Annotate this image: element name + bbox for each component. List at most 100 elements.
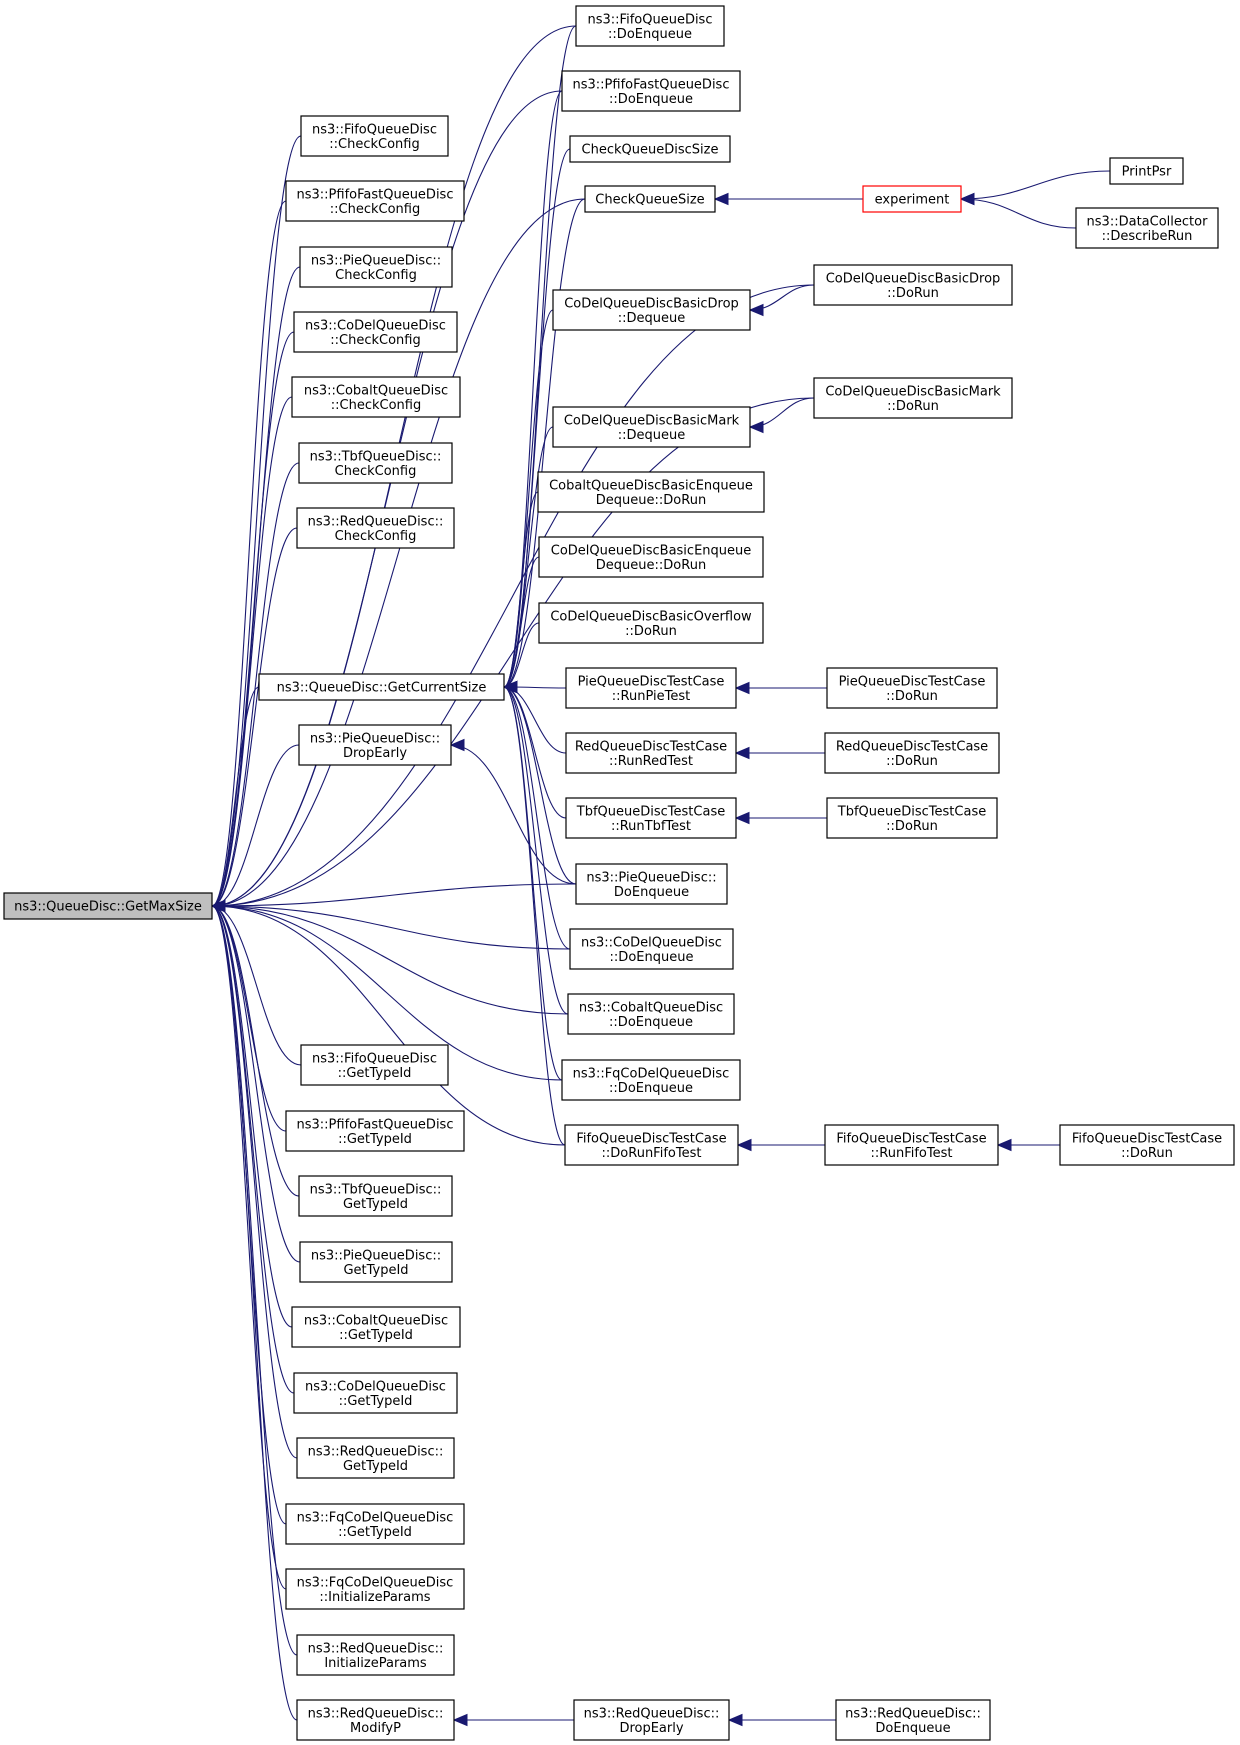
call-edge-fqcodel_de-to-getmaxsize bbox=[211, 905, 563, 1081]
node-printpsr[interactable]: PrintPsr bbox=[1109, 157, 1184, 185]
arrowhead bbox=[734, 746, 750, 760]
node-red-modifyp[interactable]: ns3::RedQueueDisc::ModifyP bbox=[296, 1699, 455, 1741]
node-pfifo-cc[interactable]: ns3::PfifoFastQueueDisc::CheckConfig bbox=[285, 180, 465, 222]
node-codel-gt[interactable]: ns3::CoDelQueueDisc::GetTypeId bbox=[293, 1372, 458, 1414]
node-box bbox=[293, 1372, 458, 1414]
node-pie-tc-dorun[interactable]: PieQueueDiscTestCase::DoRun bbox=[826, 667, 998, 709]
node-cobalt-de[interactable]: ns3::CobaltQueueDisc::DoEnqueue bbox=[567, 993, 735, 1035]
call-edge-tbf_gt-to-getmaxsize bbox=[211, 905, 300, 1197]
node-codeldrop-deq[interactable]: CoDelQueueDiscBasicDrop::Dequeue bbox=[552, 289, 751, 331]
edges-layer bbox=[210, 25, 1111, 1727]
node-box bbox=[824, 732, 1000, 774]
node-label: DoEnqueue bbox=[875, 1721, 950, 1736]
node-label: FifoQueueDiscTestCase bbox=[576, 1131, 726, 1146]
arrowhead bbox=[748, 420, 764, 434]
node-box bbox=[296, 1634, 455, 1676]
node-label: ::RunRedTest bbox=[609, 754, 693, 769]
node-label: ns3::RedQueueDisc:: bbox=[845, 1706, 981, 1721]
node-red-gt[interactable]: ns3::RedQueueDisc::GetTypeId bbox=[296, 1437, 455, 1479]
node-box bbox=[561, 1059, 741, 1101]
node-tbf-tc-dorun[interactable]: TbfQueueDiscTestCase::DoRun bbox=[826, 797, 998, 839]
node-getcurrentsize[interactable]: ns3::QueueDisc::GetCurrentSize bbox=[258, 673, 505, 701]
call-edge-checkqsize-to-getmaxsize bbox=[211, 198, 586, 907]
node-label: ::DoEnqueue bbox=[609, 1015, 693, 1030]
arrowhead bbox=[959, 192, 975, 206]
node-fifo-tc-runfifo[interactable]: FifoQueueDiscTestCase::RunFifoTest bbox=[824, 1124, 999, 1166]
node-experiment[interactable]: experiment bbox=[862, 185, 962, 213]
node-label: ::DoEnqueue bbox=[608, 27, 692, 42]
node-pfifo-de[interactable]: ns3::PfifoFastQueueDisc::DoEnqueue bbox=[561, 70, 741, 112]
node-label: ns3::CobaltQueueDisc bbox=[579, 1000, 723, 1015]
node-box bbox=[291, 376, 461, 418]
node-box bbox=[561, 70, 741, 112]
node-pie-runtest[interactable]: PieQueueDiscTestCase::RunPieTest bbox=[565, 667, 737, 709]
node-label: CheckConfig bbox=[335, 529, 417, 544]
node-tbf-runtest[interactable]: TbfQueueDiscTestCase::RunTbfTest bbox=[565, 797, 737, 839]
node-fqcodel-de[interactable]: ns3::FqCoDelQueueDisc::DoEnqueue bbox=[561, 1059, 741, 1101]
node-codelmark-deq[interactable]: CoDelQueueDiscBasicMark::Dequeue bbox=[552, 406, 751, 448]
node-checkqdsize[interactable]: CheckQueueDiscSize bbox=[569, 135, 731, 163]
call-edge-codel_cc-to-getmaxsize bbox=[211, 331, 295, 907]
node-label: ns3::RedQueueDisc:: bbox=[308, 514, 444, 529]
node-red-tc-dorun[interactable]: RedQueueDiscTestCase::DoRun bbox=[824, 732, 1000, 774]
node-box bbox=[296, 1437, 455, 1479]
node-red-cc[interactable]: ns3::RedQueueDisc::CheckConfig bbox=[296, 507, 455, 549]
call-edge-fifo_gt-to-getmaxsize bbox=[211, 905, 302, 1066]
node-pfifo-gt[interactable]: ns3::PfifoFastQueueDisc::GetTypeId bbox=[285, 1110, 465, 1152]
call-edge-pie_gt-to-getmaxsize bbox=[211, 905, 301, 1263]
node-box bbox=[824, 1124, 999, 1166]
node-label: Dequeue::DoRun bbox=[596, 493, 706, 508]
node-pie-de[interactable]: ns3::PieQueueDisc::DoEnqueue bbox=[575, 863, 728, 905]
node-box bbox=[575, 863, 728, 905]
node-tbf-cc[interactable]: ns3::TbfQueueDisc::CheckConfig bbox=[298, 442, 453, 484]
node-red-dropearly[interactable]: ns3::RedQueueDisc::DropEarly bbox=[573, 1699, 730, 1741]
node-label: ns3::RedQueueDisc:: bbox=[308, 1641, 444, 1656]
node-label: ns3::PieQueueDisc:: bbox=[586, 870, 716, 885]
call-edge-tbf_cc-to-getmaxsize bbox=[211, 462, 300, 907]
node-checkqsize[interactable]: CheckQueueSize bbox=[584, 185, 716, 213]
node-fqcodel-ip[interactable]: ns3::FqCoDelQueueDisc::InitializeParams bbox=[285, 1568, 465, 1610]
node-box bbox=[538, 536, 764, 578]
node-codel-de[interactable]: ns3::CoDelQueueDisc::DoEnqueue bbox=[569, 928, 734, 970]
node-red-de[interactable]: ns3::RedQueueDisc::DoEnqueue bbox=[835, 1699, 991, 1741]
nodes-layer: ns3::QueueDisc::GetMaxSize ns3::QueueDisc… bbox=[3, 5, 1235, 1741]
node-fifo-tc-dorunfifo[interactable]: FifoQueueDiscTestCase::DoRunFifoTest bbox=[564, 1124, 739, 1166]
node-codel-overflow[interactable]: CoDelQueueDiscBasicOverflow::DoRun bbox=[538, 602, 764, 644]
node-codeldrop-dorun[interactable]: CoDelQueueDiscBasicDrop::DoRun bbox=[813, 264, 1013, 306]
node-label: InitializeParams bbox=[324, 1656, 427, 1671]
node-red-ip[interactable]: ns3::RedQueueDisc::InitializeParams bbox=[296, 1634, 455, 1676]
node-label: ::DoRunFifoTest bbox=[602, 1146, 702, 1161]
node-fifo-cc[interactable]: ns3::FifoQueueDisc::CheckConfig bbox=[300, 115, 449, 157]
node-fifo-gt[interactable]: ns3::FifoQueueDisc::GetTypeId bbox=[300, 1044, 449, 1086]
node-label: ::CheckConfig bbox=[329, 137, 419, 152]
node-codelmark-dorun[interactable]: CoDelQueueDiscBasicMark::DoRun bbox=[813, 377, 1013, 419]
node-label: ::DoEnqueue bbox=[609, 1081, 693, 1096]
node-box bbox=[826, 797, 998, 839]
node-red-runtest[interactable]: RedQueueDiscTestCase::RunRedTest bbox=[565, 732, 737, 774]
arrowhead bbox=[502, 680, 518, 694]
node-label: ns3::CobaltQueueDisc bbox=[304, 383, 448, 398]
node-codel-cc[interactable]: ns3::CoDelQueueDisc::CheckConfig bbox=[293, 311, 458, 353]
node-tbf-gt[interactable]: ns3::TbfQueueDisc::GetTypeId bbox=[298, 1175, 453, 1217]
node-cobalt-gt[interactable]: ns3::CobaltQueueDisc::GetTypeId bbox=[291, 1306, 461, 1348]
node-box bbox=[300, 1044, 449, 1086]
node-pie-cc[interactable]: ns3::PieQueueDisc::CheckConfig bbox=[299, 246, 453, 288]
node-label: FifoQueueDiscTestCase bbox=[836, 1131, 986, 1146]
node-pie-dropearly[interactable]: ns3::PieQueueDisc::DropEarly bbox=[298, 724, 452, 766]
node-label: ns3::FqCoDelQueueDisc bbox=[573, 1066, 730, 1081]
node-pie-gt[interactable]: ns3::PieQueueDisc::GetTypeId bbox=[299, 1241, 453, 1283]
node-label: ::DoRun bbox=[887, 399, 939, 414]
node-cobalt-enqdeq[interactable]: CobaltQueueDiscBasicEnqueueDequeue::DoRu… bbox=[537, 471, 765, 513]
call-edge-pfifo_cc-to-getmaxsize bbox=[211, 200, 287, 907]
node-fifo-de[interactable]: ns3::FifoQueueDisc::DoEnqueue bbox=[575, 5, 725, 47]
node-box bbox=[1109, 157, 1184, 185]
node-fqcodel-gt[interactable]: ns3::FqCoDelQueueDisc::GetTypeId bbox=[285, 1503, 465, 1545]
node-box bbox=[826, 667, 998, 709]
arrowhead bbox=[734, 811, 750, 825]
node-cobalt-cc[interactable]: ns3::CobaltQueueDisc::CheckConfig bbox=[291, 376, 461, 418]
node-datacollector[interactable]: ns3::DataCollector::DescribeRun bbox=[1075, 207, 1219, 249]
node-getmaxsize[interactable]: ns3::QueueDisc::GetMaxSize bbox=[3, 892, 213, 920]
node-fifo-tc-dorun[interactable]: FifoQueueDiscTestCase::DoRun bbox=[1059, 1124, 1235, 1166]
arrowhead bbox=[996, 1138, 1012, 1152]
